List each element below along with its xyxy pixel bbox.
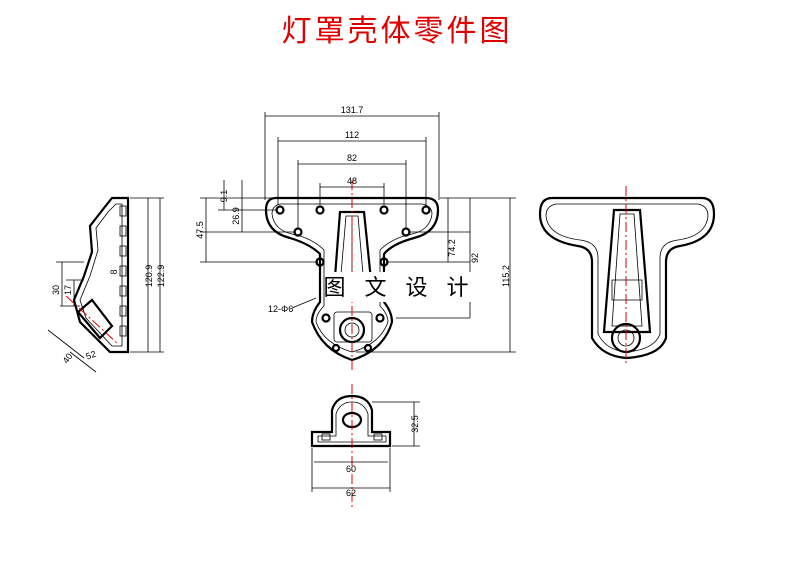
dim-side-h-122: 122.9 <box>156 265 166 288</box>
mounting-hole <box>421 205 431 215</box>
side-dim-lines <box>47 197 164 373</box>
right-view-outline <box>538 196 716 360</box>
side-view-ribs <box>119 205 127 337</box>
dim-side-d-40: 40 <box>61 351 75 365</box>
dim-front-h-right-b: 92 <box>470 253 480 263</box>
dim-side-d-52: 52 <box>85 349 98 362</box>
mounting-hole <box>315 205 325 215</box>
dim-front-width-outer-holes: 112 <box>345 130 359 140</box>
right-view-channel <box>602 208 652 334</box>
dim-front-width-mid-holes: 82 <box>347 153 357 163</box>
dim-side-h-8: 8 <box>109 269 119 274</box>
bottom-view-outline <box>310 394 392 448</box>
dim-side-h-17: 17 <box>63 285 73 295</box>
dim-front-width-inner-holes: 48 <box>347 176 357 186</box>
bottom-dim-lines <box>311 401 420 492</box>
side-view-boss <box>76 298 114 340</box>
dim-bottom-h: 32.5 <box>410 415 420 433</box>
front-left-dim-lines <box>200 180 318 263</box>
right-view <box>538 186 716 366</box>
dim-front-h-left-a: 9.1 <box>219 190 229 203</box>
mounting-hole <box>379 205 389 215</box>
dim-front-h-left-b: 26.9 <box>231 207 241 225</box>
holes-callout-leader <box>291 297 317 309</box>
front-width-dim-lines <box>264 112 440 228</box>
dim-side-h-120: 120.9 <box>144 265 154 288</box>
bottom-view-inner <box>317 401 387 443</box>
front-view: 131.7 112 82 48 9.1 26.9 47.5 74.2 <box>195 105 516 370</box>
dim-front-h-overall: 115.2 <box>501 265 511 287</box>
watermark: 图 文 设 计 <box>324 276 475 301</box>
mounting-hole <box>363 343 373 353</box>
mounting-hole <box>375 313 385 323</box>
dim-front-width-overall: 131.7 <box>341 105 364 115</box>
side-view-inner <box>79 203 123 347</box>
bottom-view: 32.5 60 62 <box>310 384 420 510</box>
dim-front-h-left-c: 47.5 <box>195 221 205 239</box>
dim-bottom-w-outer: 62 <box>346 488 356 498</box>
mounting-hole <box>331 343 341 353</box>
bottom-view-slot-left <box>321 433 331 441</box>
holes-callout: 12-Φ6 <box>268 304 293 314</box>
drawing-title: 灯罩壳体零件图 <box>281 14 513 49</box>
watermark-box <box>326 272 472 302</box>
dim-side-h-30: 30 <box>51 285 61 295</box>
side-view-axis <box>65 295 119 345</box>
right-view-channel-inner <box>611 213 643 327</box>
mounting-hole <box>321 313 331 323</box>
bottom-view-slot-right <box>373 433 383 441</box>
dim-bottom-w-inner: 60 <box>346 464 356 474</box>
side-view-outline <box>72 196 130 354</box>
front-right-dim-lines <box>356 197 516 353</box>
dim-front-h-right-a: 74.2 <box>447 239 457 257</box>
side-view: 30 17 8 120.9 122.9 40 52 <box>47 196 166 373</box>
